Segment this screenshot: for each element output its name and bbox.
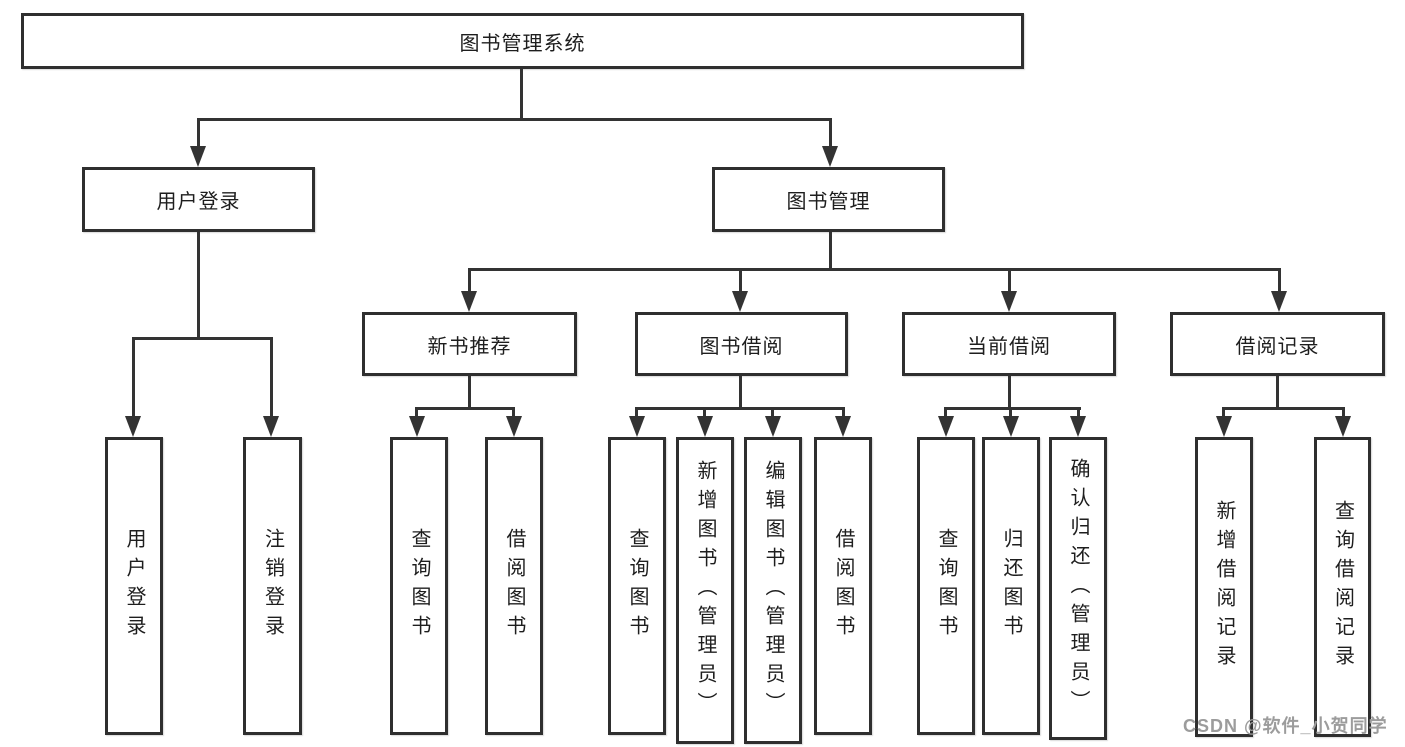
leaf-br-add-record: 新增借阅记录 bbox=[1195, 437, 1253, 737]
connector-line bbox=[1342, 410, 1345, 418]
leaf-br-add-record-label: 新增借阅记录 bbox=[1213, 500, 1235, 674]
connector-line bbox=[944, 407, 1081, 410]
connector-line bbox=[1276, 376, 1279, 410]
connector-line bbox=[468, 268, 1281, 271]
leaf-cb-return-book-label: 归还图书 bbox=[1000, 528, 1022, 644]
node-new-book-recommend: 新书推荐 bbox=[362, 312, 577, 376]
csdn-watermark: CSDN @软件_小贺同学 bbox=[1183, 716, 1388, 736]
arrow-down-icon bbox=[1001, 291, 1017, 312]
connector-line bbox=[771, 410, 774, 418]
leaf-bb-edit-book-admin-label: 编辑图书（管理员） bbox=[762, 460, 784, 721]
connector-line bbox=[415, 407, 515, 410]
connector-line bbox=[829, 232, 832, 271]
connector-line bbox=[132, 340, 135, 418]
arrow-down-icon bbox=[629, 416, 645, 437]
leaf-bb-edit-book-admin: 编辑图书（管理员） bbox=[744, 437, 802, 744]
leaf-bb-add-book-admin: 新增图书（管理员） bbox=[676, 437, 734, 744]
connector-line bbox=[739, 376, 742, 410]
node-new-book-recommend-label: 新书推荐 bbox=[427, 335, 512, 358]
connector-line bbox=[1009, 410, 1012, 418]
node-book-borrow-label: 图书借阅 bbox=[699, 335, 784, 358]
connector-line bbox=[468, 376, 471, 410]
arrow-down-icon bbox=[732, 291, 748, 312]
arrow-down-icon bbox=[1335, 416, 1351, 437]
leaf-nb-borrow-book: 借阅图书 bbox=[485, 437, 543, 735]
leaf-bb-add-book-admin-label: 新增图书（管理员） bbox=[694, 460, 716, 721]
arrow-down-icon bbox=[697, 416, 713, 437]
leaf-cb-confirm-return-admin-label: 确认归还（管理员） bbox=[1067, 458, 1089, 719]
leaf-logout-login: 注销登录 bbox=[243, 437, 302, 735]
arrow-down-icon bbox=[765, 416, 781, 437]
root-node-label: 图书管理系统 bbox=[459, 32, 586, 55]
arrow-down-icon bbox=[1070, 416, 1086, 437]
arrow-down-icon bbox=[835, 416, 851, 437]
leaf-cb-query-book: 查询图书 bbox=[917, 437, 975, 735]
node-book-management-label: 图书管理 bbox=[786, 191, 871, 213]
node-borrow-record-label: 借阅记录 bbox=[1235, 335, 1320, 358]
leaf-bb-query-book: 查询图书 bbox=[608, 437, 666, 735]
leaf-br-query-record-label: 查询借阅记录 bbox=[1331, 500, 1354, 674]
node-user-login-label: 用户登录 bbox=[156, 191, 241, 213]
connector-line bbox=[829, 121, 832, 149]
connector-line bbox=[703, 410, 706, 418]
node-current-borrow: 当前借阅 bbox=[902, 312, 1116, 376]
connector-line bbox=[1222, 410, 1225, 418]
leaf-user-login: 用户登录 bbox=[105, 437, 163, 735]
arrow-down-icon bbox=[125, 416, 141, 437]
arrow-down-icon bbox=[190, 146, 206, 167]
connector-line bbox=[197, 118, 832, 121]
leaf-cb-confirm-return-admin: 确认归还（管理员） bbox=[1049, 437, 1107, 740]
leaf-bb-borrow-book-label: 借阅图书 bbox=[832, 528, 854, 644]
arrow-down-icon bbox=[1216, 416, 1232, 437]
connector-line bbox=[1008, 271, 1011, 293]
leaf-br-query-record: 查询借阅记录 bbox=[1314, 437, 1371, 737]
connector-line bbox=[520, 69, 523, 121]
connector-line bbox=[132, 337, 273, 340]
root-node-library-system: 图书管理系统 bbox=[21, 13, 1024, 69]
node-current-borrow-label: 当前借阅 bbox=[967, 335, 1051, 358]
arrow-down-icon bbox=[1271, 291, 1287, 312]
leaf-nb-query-book: 查询图书 bbox=[390, 437, 448, 735]
connector-line bbox=[197, 232, 200, 340]
arrow-down-icon bbox=[822, 146, 838, 167]
connector-line bbox=[842, 410, 845, 418]
node-book-borrow: 图书借阅 bbox=[635, 312, 848, 376]
connector-line bbox=[270, 340, 273, 418]
connector-line bbox=[635, 410, 638, 418]
connector-line bbox=[944, 410, 947, 418]
connector-line bbox=[635, 407, 845, 410]
arrow-down-icon bbox=[506, 416, 522, 437]
leaf-cb-query-book-label: 查询图书 bbox=[935, 528, 957, 644]
connector-line bbox=[512, 410, 515, 418]
node-borrow-record: 借阅记录 bbox=[1170, 312, 1385, 376]
leaf-bb-borrow-book: 借阅图书 bbox=[814, 437, 872, 735]
node-user-login: 用户登录 bbox=[82, 167, 315, 232]
leaf-user-login-label: 用户登录 bbox=[123, 528, 145, 644]
leaf-bb-query-book-label: 查询图书 bbox=[626, 528, 648, 644]
leaf-nb-borrow-book-label: 借阅图书 bbox=[503, 528, 525, 644]
node-book-management: 图书管理 bbox=[712, 167, 945, 232]
connector-line bbox=[415, 410, 418, 418]
arrow-down-icon bbox=[461, 291, 477, 312]
leaf-logout-login-label: 注销登录 bbox=[261, 528, 284, 644]
connector-line bbox=[739, 271, 742, 293]
connector-line bbox=[1222, 407, 1345, 410]
connector-line bbox=[197, 121, 200, 149]
connector-line bbox=[1077, 410, 1080, 418]
leaf-cb-return-book: 归还图书 bbox=[982, 437, 1040, 735]
connector-line bbox=[468, 271, 471, 293]
arrow-down-icon bbox=[263, 416, 279, 437]
connector-line bbox=[1278, 271, 1281, 293]
arrow-down-icon bbox=[938, 416, 954, 437]
connector-line bbox=[1008, 376, 1011, 410]
leaf-nb-query-book-label: 查询图书 bbox=[408, 528, 430, 644]
arrow-down-icon bbox=[1003, 416, 1019, 437]
arrow-down-icon bbox=[409, 416, 425, 437]
